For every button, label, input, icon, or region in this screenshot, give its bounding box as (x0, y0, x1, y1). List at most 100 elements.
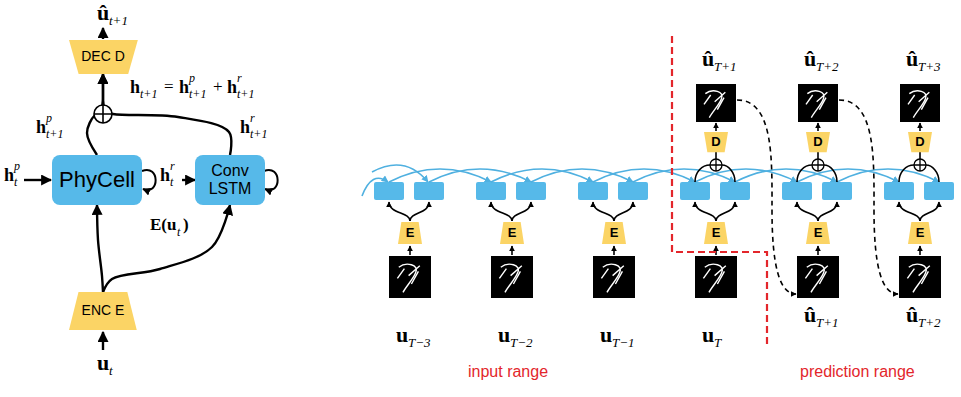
math-symbol: E(u (150, 216, 176, 233)
math-symbol: û (906, 48, 918, 70)
decoder-trapezoid (704, 132, 728, 152)
phycell-unit (884, 182, 914, 200)
node-label: E (712, 226, 721, 240)
math-symbol: h (4, 166, 14, 184)
node-label: D (813, 135, 822, 149)
phycell-unit (782, 182, 812, 200)
math-symbol: ) (183, 216, 189, 233)
encoder-branch (797, 202, 818, 221)
decoder-trapezoid (69, 40, 138, 74)
math-symbol: u (498, 324, 510, 346)
encoder-branch (512, 202, 531, 221)
encoder-branch (899, 202, 920, 221)
encoder-trapezoid (704, 222, 728, 244)
convlstm-unit (516, 182, 546, 200)
math-symbol: h (36, 118, 46, 136)
math-symbol: û (804, 48, 816, 70)
phycell-unit (578, 182, 608, 200)
math-index: t (170, 176, 173, 188)
math-symbol: h (240, 118, 250, 136)
math-index: T+2 (816, 60, 839, 73)
sum-symbol (94, 105, 112, 123)
phycell-unit (374, 182, 404, 200)
encoder-block: E (602, 222, 626, 244)
sum-symbol (710, 159, 722, 171)
math-index: T−2 (510, 336, 533, 349)
math-index: t+1 (237, 88, 254, 100)
math-symbol: u (396, 324, 408, 346)
merge-line (722, 165, 735, 182)
math-index: t+1 (250, 128, 267, 140)
math-operator: + (213, 78, 223, 95)
math-symbol: h (160, 166, 170, 184)
encoder-branch (695, 202, 716, 221)
range-label: prediction range (800, 364, 915, 380)
merge-line (824, 165, 837, 182)
math-index: T (714, 336, 721, 349)
handwritten-digit (397, 264, 419, 292)
math-index: T+3 (918, 60, 941, 73)
merge-line (797, 165, 812, 182)
decoder-block: D (908, 132, 932, 152)
encoder-trapezoid (602, 222, 626, 244)
math-index: t (14, 176, 17, 188)
handwritten-digit (601, 264, 623, 292)
frame-image (696, 84, 736, 122)
decoder-block: DEC D (69, 40, 138, 74)
recurrent-arc (797, 169, 899, 182)
merge-line (899, 165, 914, 182)
encoder-block: E (398, 222, 422, 244)
node-label: E (814, 226, 823, 240)
handwritten-digit (805, 264, 827, 292)
encoder-branch (818, 202, 837, 221)
cell-box (52, 155, 142, 205)
math-index: t+1 (189, 88, 206, 100)
flow-connector (97, 205, 103, 292)
flow-connector (102, 74, 231, 155)
decoder-block: D (704, 132, 728, 152)
handwritten-digit (908, 91, 929, 118)
math-operator: = (164, 78, 174, 95)
math-symbol: û (804, 304, 816, 326)
self-loop (142, 170, 156, 190)
frame-image (900, 84, 940, 122)
encoder-block: E (908, 222, 932, 244)
encoder-branch (593, 202, 614, 221)
recurrent-arc (389, 169, 491, 182)
input-arrow (817, 246, 819, 255)
math-symbol: h (227, 78, 237, 96)
node-label: E (508, 226, 517, 240)
frame-image (491, 256, 533, 298)
sum-symbol (914, 159, 926, 171)
recurrent-arc (695, 169, 797, 182)
convlstm-box: Conv LSTM (195, 155, 265, 205)
convlstm-unit (822, 182, 852, 200)
math-symbol: û (97, 2, 109, 24)
math-index: t (109, 364, 113, 377)
recurrent-arc (491, 169, 593, 182)
decoder-trapezoid (908, 132, 932, 152)
input-arrow (511, 246, 513, 255)
math-index: r (170, 160, 175, 172)
math-symbol: h (179, 78, 189, 96)
math-index: T+2 (918, 316, 941, 329)
node-label: Conv LSTM (202, 162, 258, 197)
handwritten-digit (704, 91, 725, 118)
math-symbol: u (702, 324, 714, 346)
recurrent-arc (429, 169, 531, 182)
input-arrow (613, 246, 615, 255)
node-label: E (916, 226, 925, 240)
math-symbol: u (97, 352, 109, 374)
math-index: T−3 (408, 336, 431, 349)
encoder-branch (410, 202, 429, 221)
input-arrow (102, 332, 104, 350)
math-index: T−1 (612, 336, 635, 349)
math-symbol: û (702, 48, 714, 70)
merge-line (919, 152, 921, 159)
convlstm-unit (414, 182, 444, 200)
math-index: t+1 (46, 128, 63, 140)
decoder-block: D (806, 132, 830, 152)
frame-image (797, 256, 839, 298)
decoder-trapezoid (806, 132, 830, 152)
